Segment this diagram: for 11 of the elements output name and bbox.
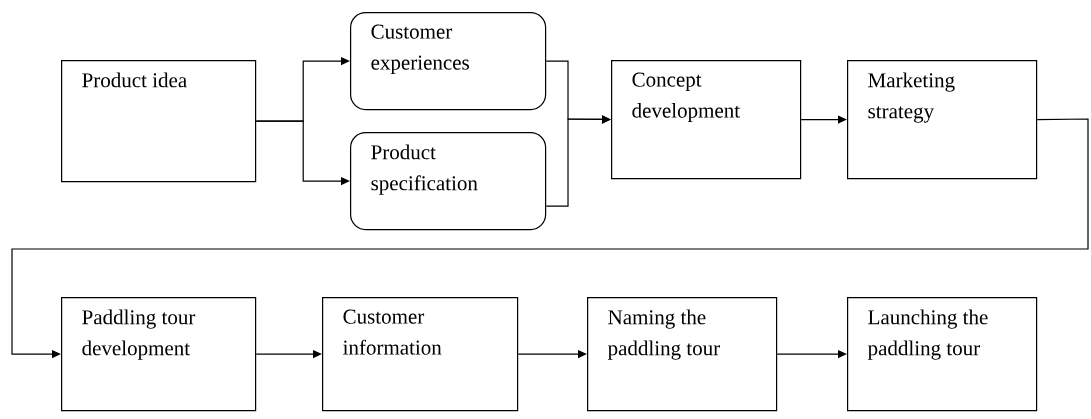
arrow	[800, 115, 847, 124]
process-box: Concept development	[611, 60, 802, 180]
process-box: Launching the paddling tour	[847, 297, 1038, 412]
rounded-box: Product specification	[350, 132, 547, 231]
process-box: Product idea	[61, 60, 257, 183]
arrow	[545, 115, 611, 207]
process-box: Marketing strategy	[847, 60, 1038, 180]
rounded-box: Customer experiences	[350, 12, 547, 111]
process-box: Paddling tour development	[61, 297, 257, 412]
process-box: Customer information	[322, 297, 519, 412]
process-box: Naming the paddling tour	[587, 297, 778, 412]
